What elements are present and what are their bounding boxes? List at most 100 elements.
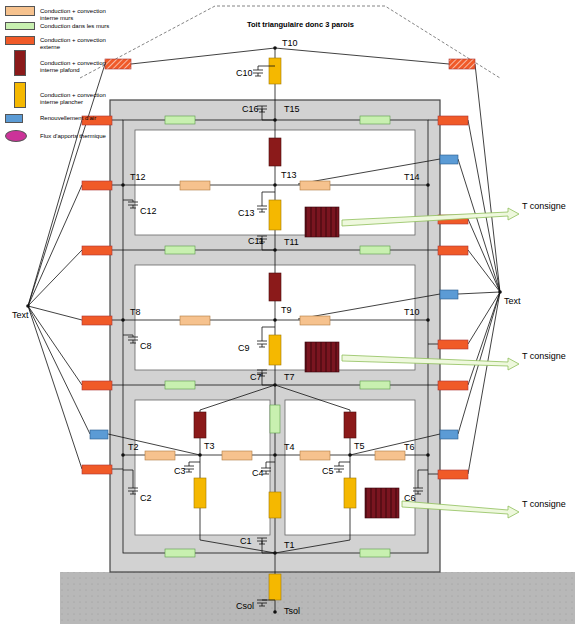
temperature-node: T12 xyxy=(130,172,146,183)
network-shape xyxy=(438,340,468,349)
capacitor-wire xyxy=(133,491,134,494)
network-shape xyxy=(342,208,519,226)
capacitor-plate xyxy=(257,600,267,601)
network-shape xyxy=(300,316,330,325)
temperature-node: Text xyxy=(504,296,521,307)
ground-symbol xyxy=(259,112,265,113)
capacitor-wire xyxy=(262,603,263,606)
temperature-node: T3 xyxy=(204,441,215,452)
node-dot xyxy=(426,183,430,187)
capacitor-plate xyxy=(253,70,263,71)
node-dot xyxy=(198,453,202,457)
network-shape xyxy=(269,200,281,230)
capacitance-label: C2 xyxy=(140,493,152,504)
network-shape xyxy=(165,246,195,254)
capacitor-plate xyxy=(128,202,138,203)
network-shape xyxy=(269,138,281,166)
node-dot xyxy=(273,453,277,457)
network-shape xyxy=(112,469,123,470)
capacitor-wire xyxy=(133,205,134,208)
node-dot xyxy=(273,318,277,322)
network-shape xyxy=(28,120,82,306)
capacitor-wire xyxy=(258,73,259,76)
capacitor-wire xyxy=(262,327,275,341)
capacitor-wire xyxy=(133,340,134,343)
capacitance-label: C13 xyxy=(238,208,255,219)
capacitor-plate xyxy=(257,341,267,342)
network-shape xyxy=(28,250,82,306)
network-shape xyxy=(165,381,195,389)
network-shape xyxy=(90,430,108,439)
network-shape xyxy=(360,246,390,254)
capacitor-plate xyxy=(413,488,423,489)
temperature-node: T14 xyxy=(404,172,420,183)
legend-text: Renouvellement d'air xyxy=(40,115,112,122)
ground-symbol xyxy=(415,494,421,495)
network-shape xyxy=(275,540,350,553)
network-shape xyxy=(449,59,475,69)
network-shape xyxy=(194,58,356,600)
network-shape xyxy=(360,549,390,557)
capacitor-plate xyxy=(128,488,138,489)
legend-swatch xyxy=(14,50,26,76)
legend-swatch xyxy=(5,22,35,30)
capacitance-label: C8 xyxy=(140,341,152,352)
ground-symbol xyxy=(186,472,192,473)
ground-symbol xyxy=(130,343,136,344)
network-shape xyxy=(90,155,458,439)
network-shape xyxy=(180,181,210,190)
capacitance-label: C12 xyxy=(140,206,157,217)
capacitor-wire xyxy=(262,236,275,250)
network-shape xyxy=(269,273,281,301)
network-shape xyxy=(131,48,275,64)
capacitor-plate xyxy=(334,466,344,467)
ground-symbol xyxy=(259,347,265,348)
capacitance-label: C16 xyxy=(242,104,259,115)
network-shape xyxy=(440,155,458,164)
network-shape xyxy=(458,159,500,292)
node-dot xyxy=(426,318,430,322)
network-shape xyxy=(365,488,399,518)
network-shape xyxy=(112,385,123,386)
legend-text: Conduction dans les murs xyxy=(40,23,112,30)
network-shape xyxy=(28,48,500,612)
network-shape xyxy=(269,335,281,365)
temperature-node: T2 xyxy=(128,442,139,453)
network-shape xyxy=(82,465,112,474)
network-shape xyxy=(298,294,440,319)
network-shape xyxy=(305,207,339,237)
ground-symbol xyxy=(130,494,136,495)
network-shape xyxy=(82,381,112,390)
temperature-node: T7 xyxy=(284,372,295,383)
network-shape xyxy=(82,116,468,479)
network-shape xyxy=(28,306,82,469)
ground-symbol xyxy=(255,76,261,77)
temperature-node: T10 xyxy=(282,38,298,49)
temperature-node: T1 xyxy=(284,540,295,551)
network-shape xyxy=(135,400,270,535)
network-shape xyxy=(468,250,500,292)
capacitor-wire xyxy=(266,462,275,468)
ground-symbol xyxy=(336,472,342,473)
network-shape xyxy=(194,412,206,438)
capacitor-wire xyxy=(262,209,263,212)
network-shape xyxy=(342,208,519,518)
setpoint-label: T consigne xyxy=(522,201,566,212)
network-shape xyxy=(105,59,131,69)
node-dot xyxy=(121,318,125,322)
temperature-node: T13 xyxy=(281,170,297,181)
network-shape xyxy=(468,292,500,385)
node-dot xyxy=(273,118,277,122)
capacitor-wire xyxy=(262,370,275,385)
capacitor-wire xyxy=(266,471,267,474)
capacitor-plate xyxy=(257,370,267,371)
capacitor-wire xyxy=(262,192,275,206)
capacitor-wire xyxy=(189,462,200,466)
network-shape xyxy=(270,405,280,433)
capacitor-plate xyxy=(128,337,138,338)
node-dot xyxy=(121,453,125,457)
network-shape xyxy=(275,385,350,410)
network-shape xyxy=(428,120,438,121)
network-shape xyxy=(123,120,428,553)
